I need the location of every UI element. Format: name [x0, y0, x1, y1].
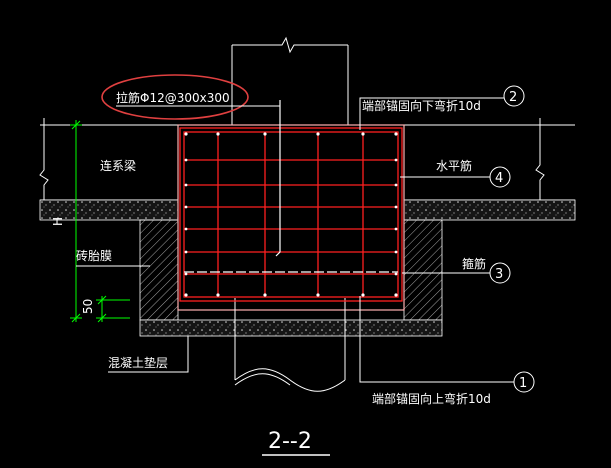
dimension-cover	[96, 295, 130, 323]
stirrup-label: 箍筋	[462, 256, 486, 271]
concrete-bedding-leader	[108, 336, 189, 373]
horizontal-tie-bars	[184, 100, 398, 273]
rebar-cage	[179, 127, 403, 302]
callout-bubble-2	[503, 85, 525, 107]
dimension-height	[70, 120, 82, 323]
brick-mold-right	[403, 219, 443, 321]
cover-dim-label: 50	[81, 299, 95, 314]
tie-bar-note: 拉筋Φ12@300x300	[116, 90, 230, 105]
top-anchor-leader	[359, 97, 504, 130]
column-above	[231, 36, 349, 125]
concrete-bedding	[139, 319, 443, 337]
callout-bubble-4	[489, 166, 511, 188]
callout-bubble-2-number: 2	[509, 90, 517, 105]
tie-bar-highlight-ellipse	[101, 74, 249, 120]
top-anchor-note: 端部锚固向下弯折10d	[362, 98, 481, 113]
bottom-anchor-note: 端部锚固向上弯折10d	[372, 391, 491, 406]
callout-bubble-3-number: 3	[495, 267, 503, 282]
callout-bubble-3	[489, 262, 511, 284]
brick-mold-label: 砖胎膜	[76, 248, 112, 263]
brick-mold-left	[139, 219, 179, 321]
bottom-anchor-leader	[359, 296, 514, 383]
height-dim-label: H	[51, 217, 65, 226]
horizontal-bar-label: 水平筋	[436, 158, 472, 173]
rebar-dots	[184, 132, 398, 297]
callout-bubble-1-number: 1	[519, 376, 527, 391]
pile-cap-outline	[177, 124, 405, 311]
connecting-beam-label: 连系梁	[100, 158, 136, 173]
section-title: 2--2	[268, 429, 312, 454]
concrete-layer-right	[403, 199, 576, 221]
callout-bubble-1	[513, 371, 535, 393]
pile-below	[234, 298, 346, 392]
concrete-bedding-label: 混凝土垫层	[108, 355, 168, 370]
callout-bubble-4-number: 4	[495, 171, 503, 186]
